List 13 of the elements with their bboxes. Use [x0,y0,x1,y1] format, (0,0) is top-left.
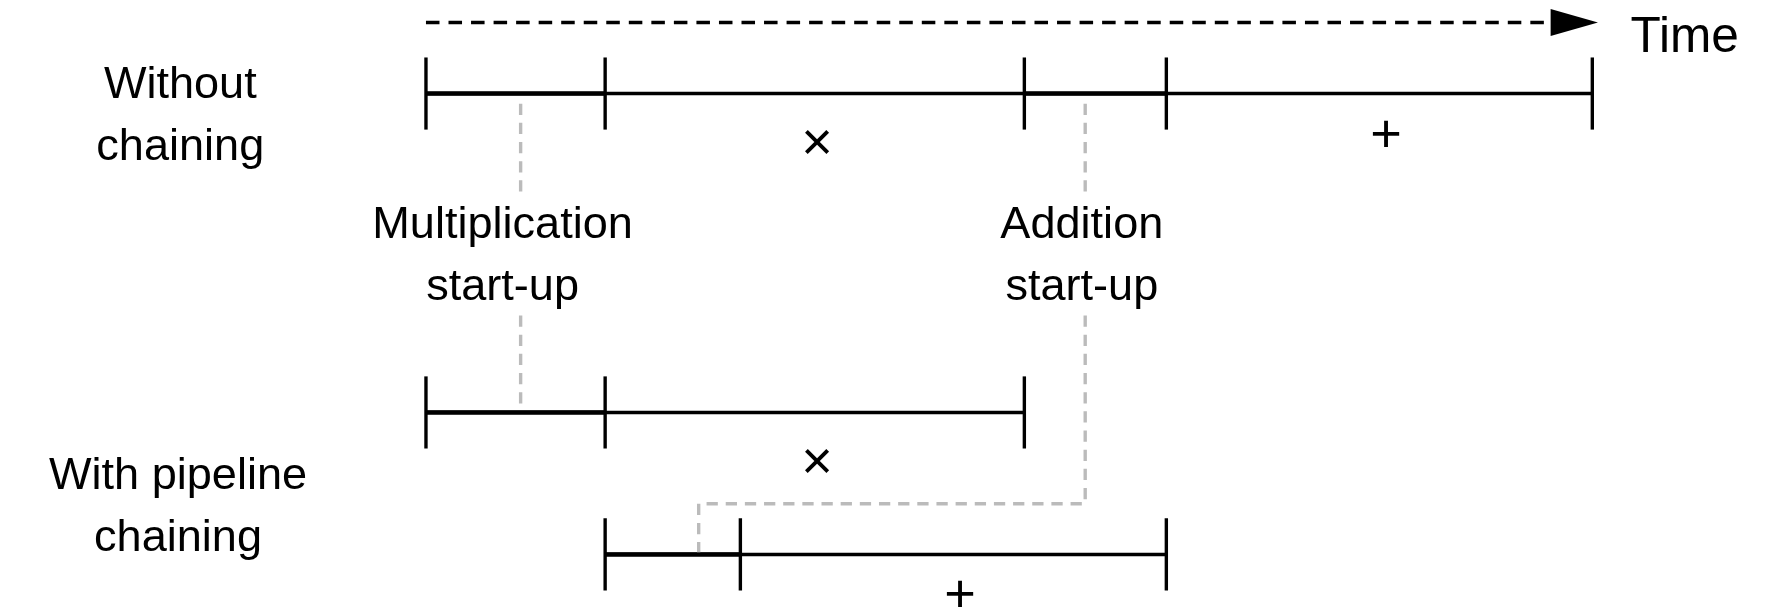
leader-line [697,315,1087,553]
operation-symbol: + [943,562,977,615]
operation-symbol: × [800,110,834,173]
time-segment [605,552,741,557]
operation-symbol: + [1369,102,1403,165]
row-label: With pipeline chaining [48,447,309,563]
callout-label: Multiplication start-up [333,191,672,316]
operation-symbol: × [800,429,834,492]
axis-label: Time [1629,5,1740,64]
time-segment [425,410,606,415]
callout-label: Addition start-up [969,191,1195,316]
row-label: Without chaining [95,56,266,172]
time-segment [425,91,606,96]
